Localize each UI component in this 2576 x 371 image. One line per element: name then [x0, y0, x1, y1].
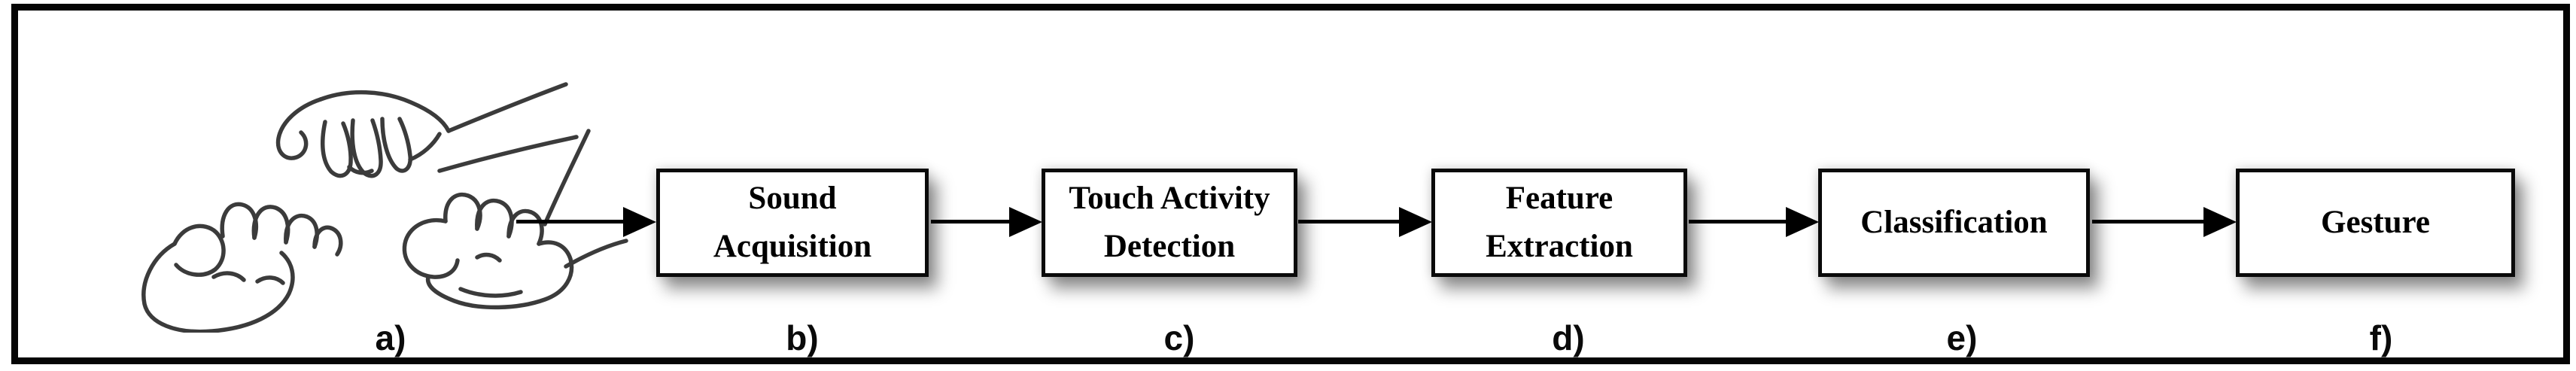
stage-box-classification: Classification [1818, 169, 2090, 277]
stage-box-text-line: Extraction [1486, 229, 1633, 264]
stage-box-gesture: Gesture [2236, 169, 2515, 277]
stage-label-b: b) [786, 318, 819, 357]
stage-box-text-line: Gesture [2321, 205, 2430, 240]
stage-box-text-line: Classification [1860, 205, 2048, 240]
stage-box-feature-extraction: Feature Extraction [1431, 169, 1687, 277]
stage-box-text-line: Sound [748, 181, 837, 216]
arrowhead-icon [1009, 206, 1042, 237]
stage-box-touch-activity-detection: Touch Activity Detection [1042, 169, 1297, 277]
arrowhead-icon [1399, 206, 1432, 237]
arrowhead-icon [623, 206, 656, 237]
stage-label-d: d) [1552, 318, 1585, 357]
stage-box-sound-acquisition: Sound Acquisition [656, 169, 929, 277]
hand-gestures-sketch-icon [141, 82, 628, 333]
hand-sketch-right [402, 129, 628, 310]
flow-arrow-c-to-d [1298, 206, 1432, 237]
arrowhead-icon [2203, 206, 2237, 237]
stage-box-text-line: Detection [1103, 229, 1236, 264]
stage-box-text-line: Touch Activity [1069, 181, 1270, 216]
stage-box-text-line: Acquisition [713, 229, 872, 264]
flow-arrow-d-to-e [1689, 206, 1819, 237]
arrowhead-icon [1786, 206, 1819, 237]
stage-label-e: e) [1946, 318, 1978, 357]
figure-frame: Sound Acquisition Touch Activity Detecti… [11, 4, 2570, 364]
stage-box-text-line: Feature [1505, 181, 1613, 216]
stage-label-f: f) [2369, 318, 2393, 357]
stage-label-c: c) [1163, 318, 1195, 357]
flow-arrow-b-to-c [931, 206, 1042, 237]
flow-arrow-e-to-f [2092, 206, 2237, 237]
flow-arrow-a-to-b [516, 206, 656, 237]
hand-sketch-top [275, 82, 579, 178]
stage-label-a: a) [375, 318, 406, 357]
hand-sketch-left [141, 202, 343, 333]
